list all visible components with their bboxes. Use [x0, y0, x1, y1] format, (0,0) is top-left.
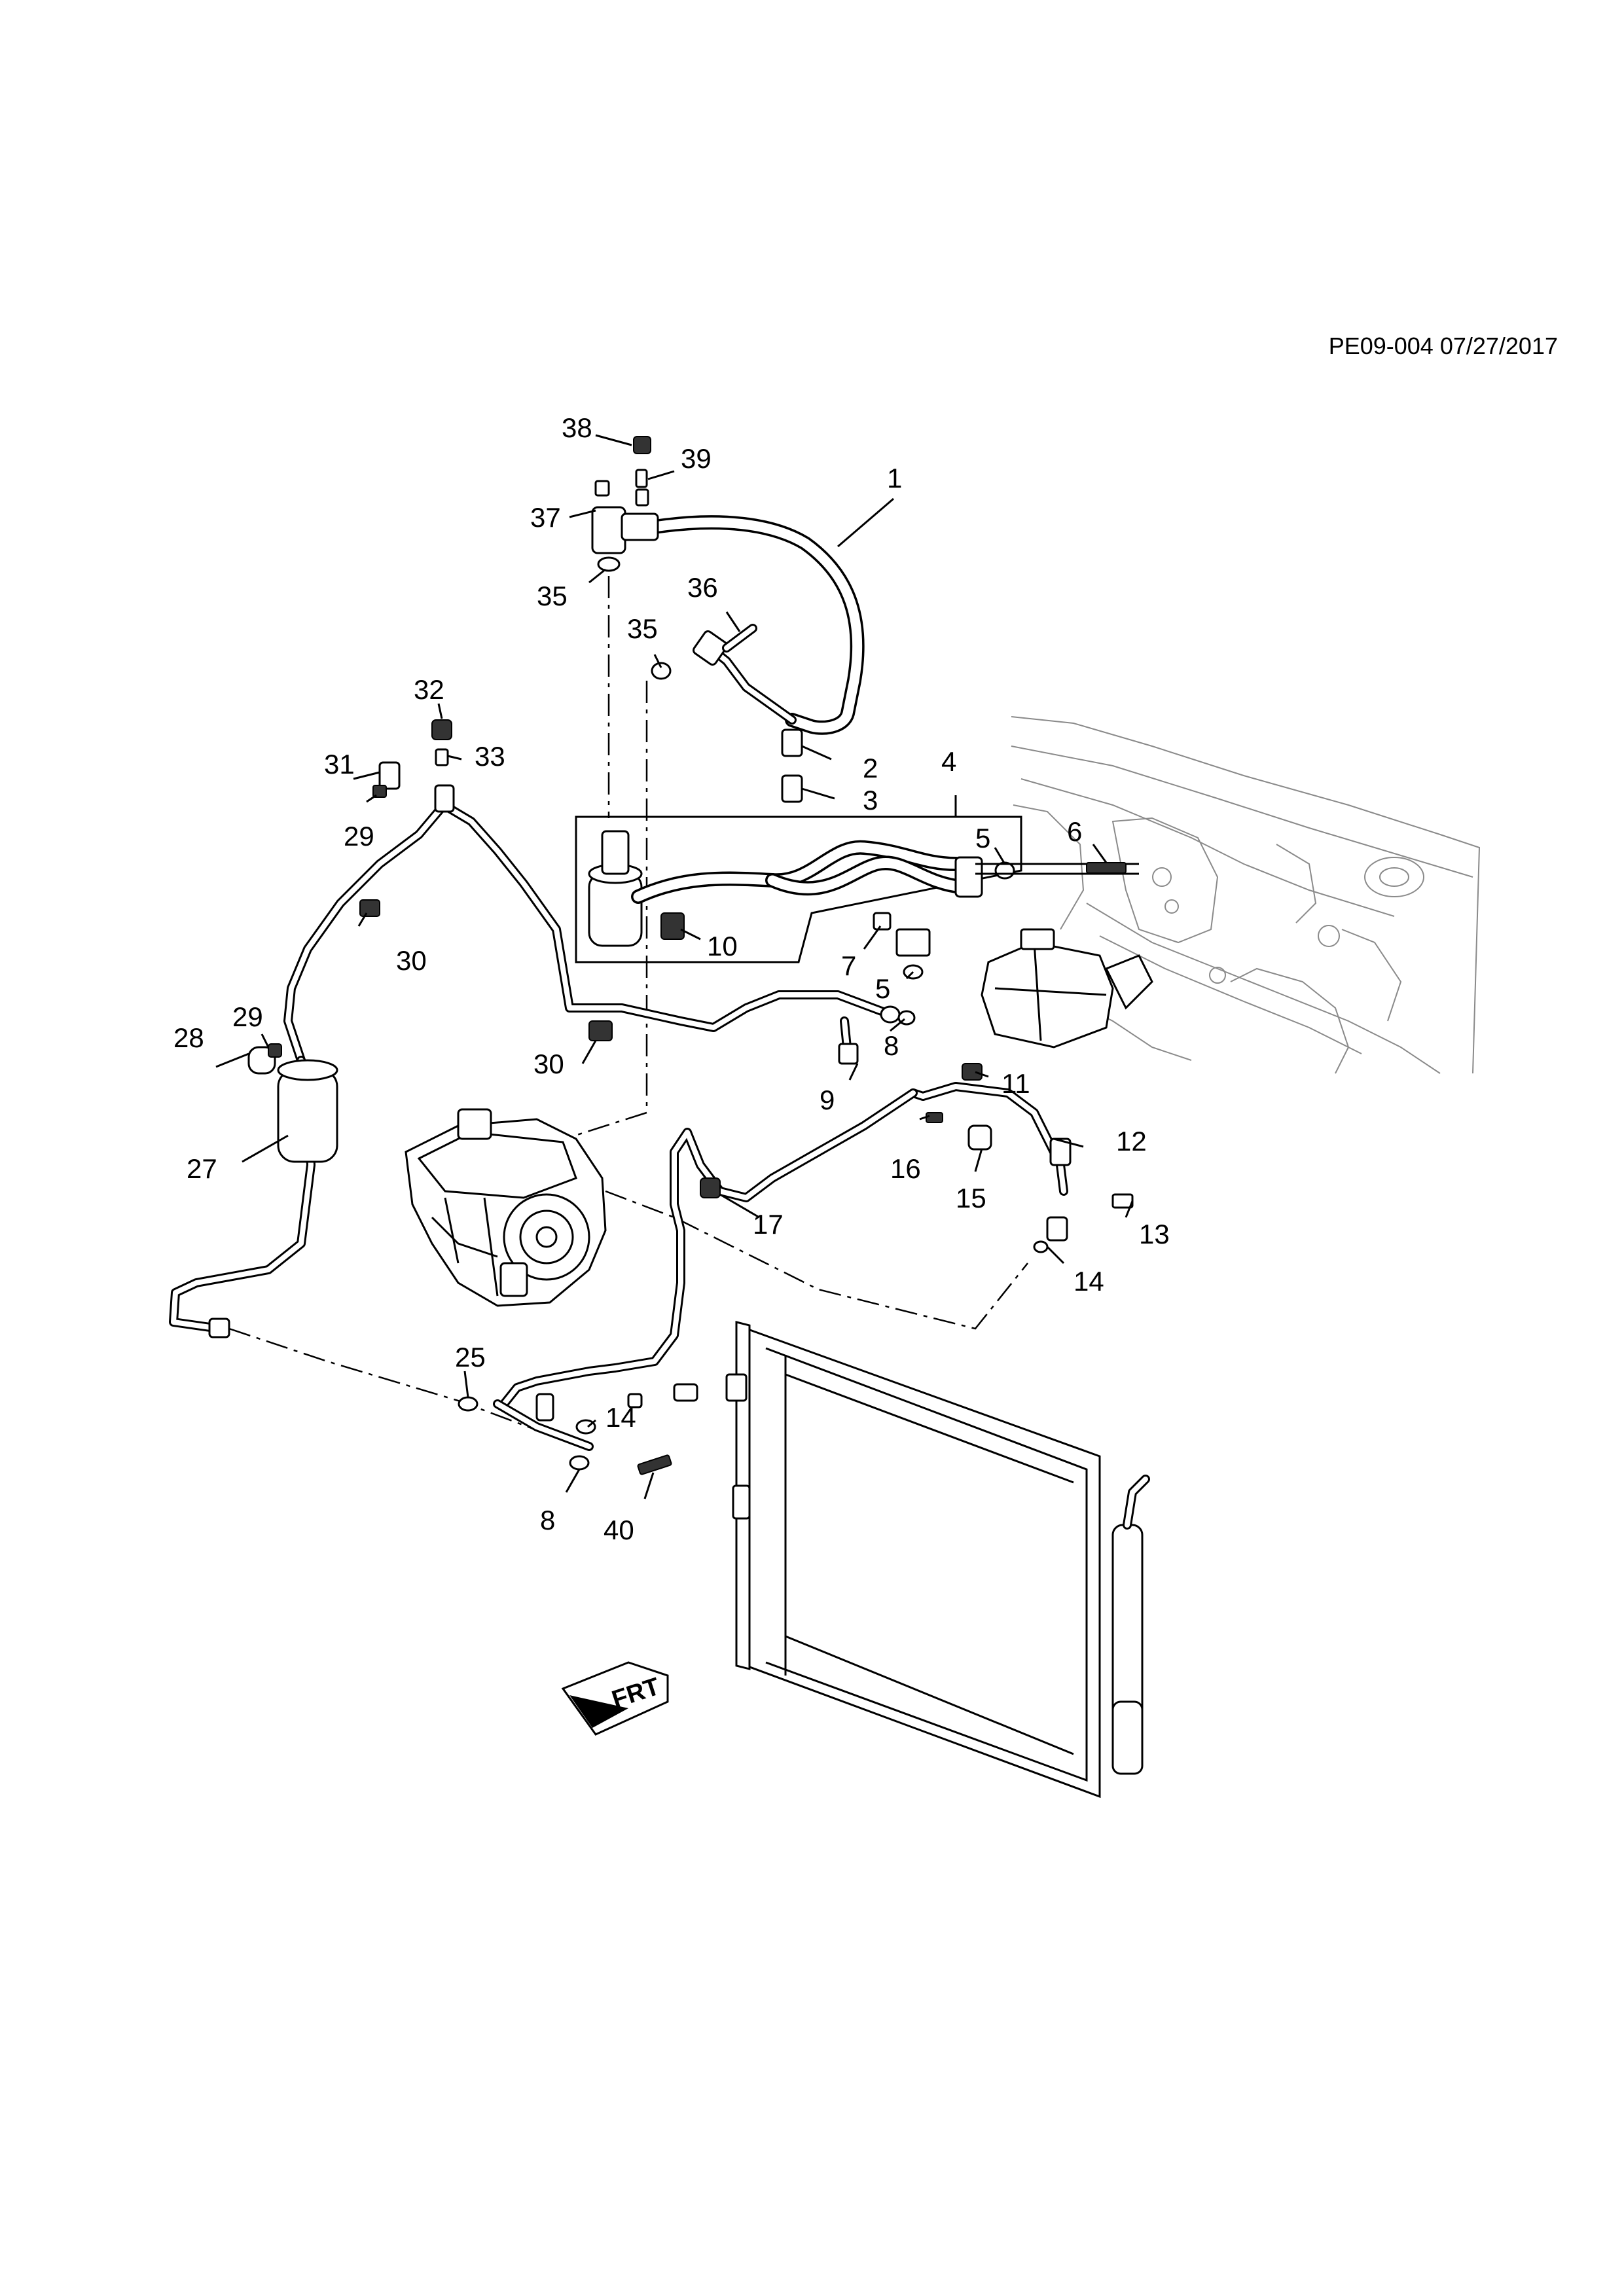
callout-29-lower: 29	[232, 1001, 263, 1032]
callout-38: 38	[562, 412, 592, 443]
ac-compressor	[405, 1108, 607, 1307]
callout-36: 36	[687, 572, 718, 603]
callout-29-upper: 29	[344, 821, 374, 852]
callout-12: 12	[1116, 1126, 1147, 1157]
callout-1: 1	[887, 463, 902, 493]
callout-4: 4	[941, 746, 956, 777]
vehicle-body-structure	[1011, 716, 1481, 1074]
front-direction-indicator: FRT	[561, 1661, 669, 1736]
callout-39: 39	[681, 443, 712, 474]
callout-9: 9	[820, 1085, 835, 1115]
callout-5-lower: 5	[875, 973, 890, 1004]
callout-27: 27	[187, 1153, 217, 1184]
callout-3: 3	[863, 785, 878, 816]
callout-25: 25	[455, 1342, 486, 1372]
callout-37: 37	[530, 502, 561, 533]
callout-7: 7	[841, 950, 856, 981]
suction-hose-assembly	[591, 506, 865, 803]
document-reference: PE09-004 07/27/2017	[1328, 332, 1558, 359]
leader-lines	[215, 434, 1134, 1499]
callout-33: 33	[475, 741, 505, 772]
callout-30-lower: 30	[533, 1049, 564, 1079]
callout-6: 6	[1067, 816, 1082, 847]
callout-30-upper: 30	[396, 945, 427, 976]
upper-fittings	[594, 436, 757, 680]
callout-10: 10	[707, 931, 738, 961]
callout-31: 31	[324, 749, 355, 780]
assembly-box-4	[575, 816, 1139, 963]
condenser	[673, 1321, 1150, 1799]
callout-16: 16	[890, 1153, 921, 1184]
callout-32: 32	[414, 674, 444, 705]
expansion-valve-block	[962, 928, 1153, 1081]
callout-8-lower: 8	[540, 1505, 555, 1535]
callout-40: 40	[604, 1515, 634, 1545]
callout-5-upper: 5	[975, 823, 990, 853]
bracket-assembly	[873, 912, 931, 980]
callout-15: 15	[956, 1183, 986, 1213]
callout-8-upper: 8	[884, 1030, 899, 1061]
callout-17: 17	[753, 1209, 784, 1240]
liquid-line-left	[283, 784, 916, 1065]
callout-35-middle: 35	[627, 613, 658, 644]
callout-2: 2	[863, 753, 878, 783]
upper-left-fittings	[372, 719, 452, 798]
callout-35-upper: 35	[537, 581, 568, 611]
callout-14-left: 14	[605, 1402, 636, 1433]
callout-28: 28	[173, 1022, 204, 1053]
callout-13: 13	[1139, 1219, 1170, 1249]
callout-labels: 1 2 3 4 5 5 6 7 8 8 9 10 11 12 13 14 14 …	[173, 412, 1170, 1545]
callout-14-right: 14	[1074, 1266, 1104, 1297]
receiver-dryer-27	[169, 1043, 338, 1338]
callout-11: 11	[1001, 1068, 1030, 1099]
